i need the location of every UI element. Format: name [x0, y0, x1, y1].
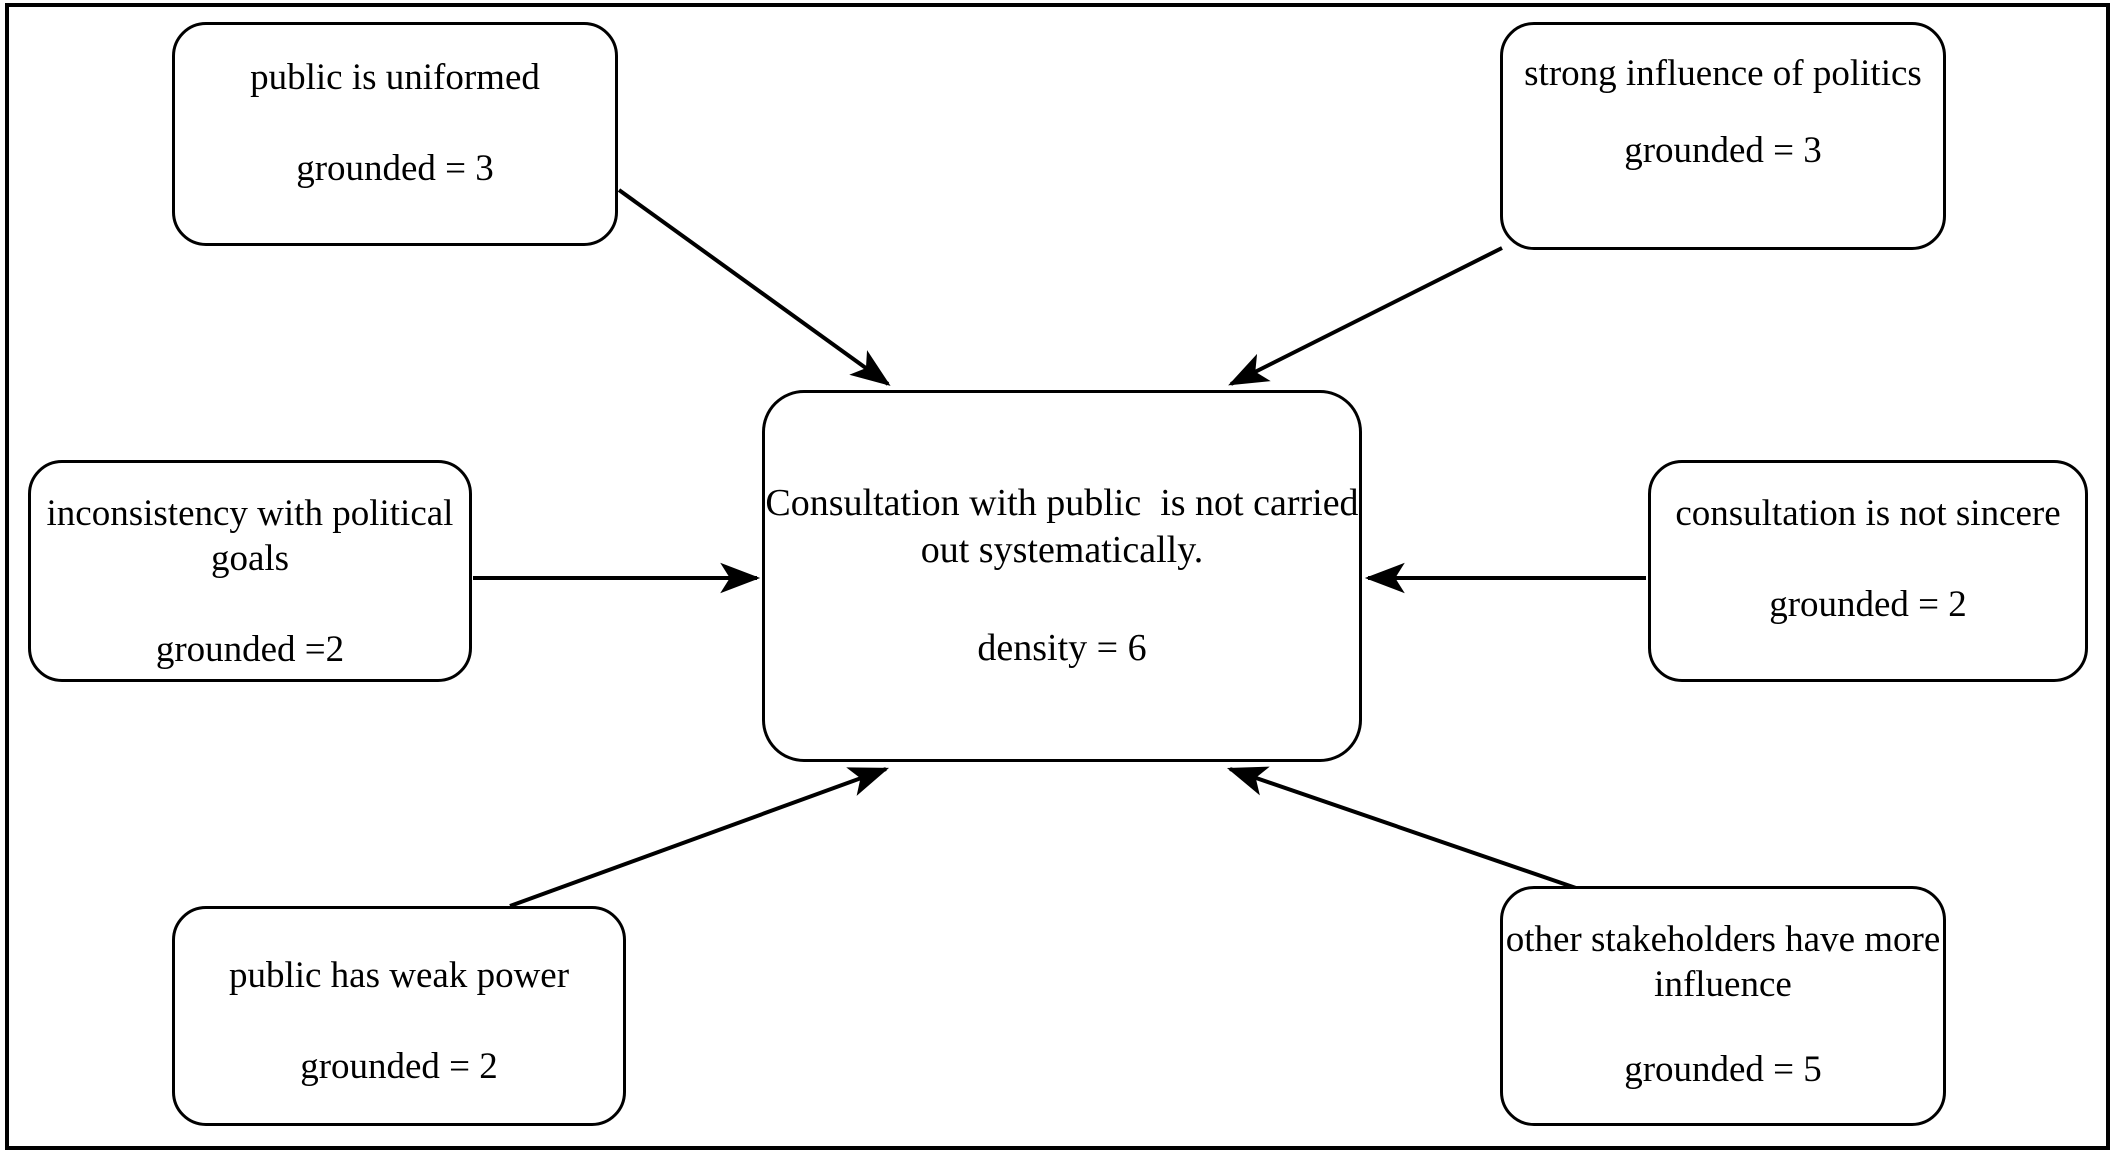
- node-metric: grounded = 5: [1624, 1049, 1822, 1091]
- diagram-outer-border: [5, 3, 2110, 1150]
- node-central-consultation[interactable]: Consultation with public is not carried …: [762, 390, 1362, 762]
- node-metric: grounded =2: [155, 629, 345, 671]
- central-node-title: Consultation with public is not carried …: [765, 482, 1369, 571]
- central-node-metric: density = 6: [977, 627, 1147, 670]
- node-inconsistency-with-political-goals[interactable]: inconsistency with political goals groun…: [28, 460, 472, 682]
- node-metric: grounded = 3: [1624, 130, 1822, 172]
- node-title: public is uniformed: [250, 57, 540, 98]
- node-title: strong influence of politics: [1524, 53, 1922, 94]
- node-metric: grounded = 2: [1769, 584, 1967, 626]
- node-metric: grounded = 3: [296, 148, 494, 190]
- node-title: inconsistency with political goals: [46, 493, 463, 580]
- node-title: consultation is not sincere: [1675, 493, 2061, 534]
- node-title: public has weak power: [228, 955, 570, 996]
- node-public-has-weak-power[interactable]: public has weak power grounded = 2: [172, 906, 626, 1126]
- node-public-uninformed[interactable]: public is uniformed grounded = 3: [172, 22, 618, 246]
- node-other-stakeholders-have-more-influence[interactable]: other stakeholders have more influence g…: [1500, 886, 1946, 1126]
- node-title: other stakeholders have more influence: [1505, 919, 1950, 1006]
- node-consultation-is-not-sincere[interactable]: consultation is not sincere grounded = 2: [1648, 460, 2088, 682]
- node-strong-influence-politics[interactable]: strong influence of politics grounded = …: [1500, 22, 1946, 250]
- node-metric: grounded = 2: [300, 1046, 498, 1088]
